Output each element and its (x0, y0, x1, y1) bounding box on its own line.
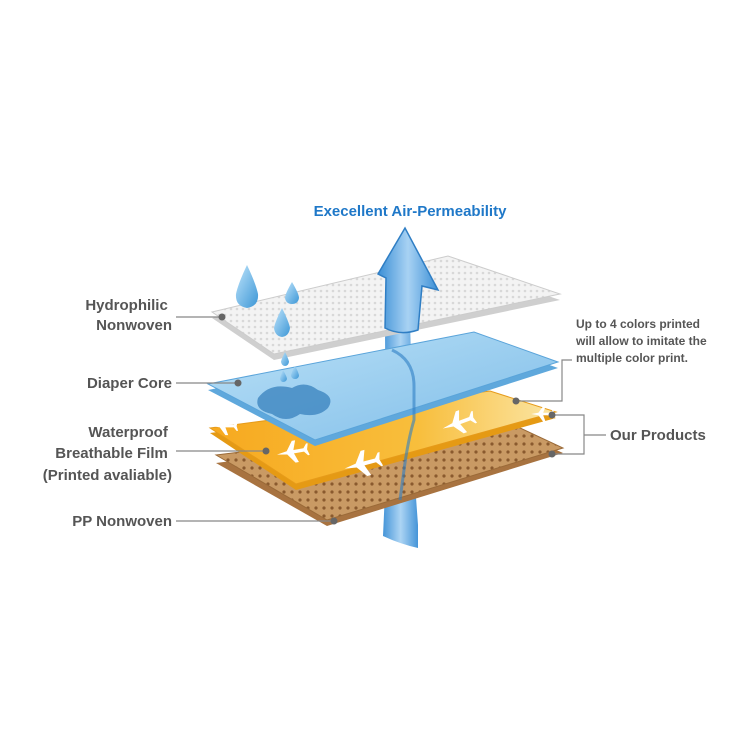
label-diaper-core: Diaper Core (87, 375, 172, 392)
leader-dots-left (218, 313, 338, 525)
water-drop-icon (285, 282, 299, 304)
print-note: Up to 4 colors printed will allow to imi… (575, 317, 710, 365)
water-drops (235, 265, 299, 382)
label-pp-nonwoven: PP Nonwoven (72, 513, 172, 530)
diaper-core-layer (206, 331, 560, 446)
water-drop-icon (274, 308, 290, 337)
air-flow-arrow-lower (391, 348, 416, 501)
label-breathable-film: Waterproof Breathable Film (Printed aval… (43, 424, 172, 484)
water-drop-icon (235, 265, 259, 308)
label-hydrophilic-nonwoven: Hydrophilic Nonwoven (85, 297, 172, 334)
water-drop-icon (280, 370, 287, 382)
leader-lines-right (516, 359, 606, 455)
leader-dots-right (512, 397, 556, 458)
water-drop-icon (291, 366, 299, 379)
label-our-products: Our Products (610, 427, 706, 444)
leader-lines-left (176, 316, 334, 522)
water-puddle (257, 384, 331, 419)
water-drop-icon (281, 352, 289, 366)
air-flow-arrow-icon (376, 226, 440, 334)
diagram-title: Execellent Air-Permeability (314, 203, 508, 220)
